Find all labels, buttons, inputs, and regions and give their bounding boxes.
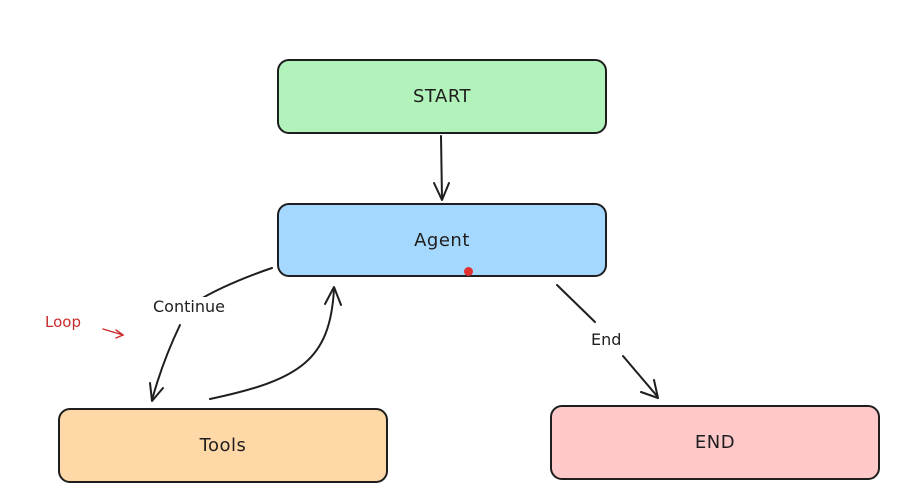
- pointer-dot: [464, 267, 473, 276]
- arrow-tools-to-agent: [209, 286, 342, 400]
- continue-edge-label: Continue: [151, 297, 227, 317]
- end-edge-label: End: [589, 330, 624, 350]
- agent-node[interactable]: Agent: [277, 203, 607, 277]
- end-node[interactable]: END: [550, 405, 880, 480]
- arrow-start-to-agent: [433, 135, 450, 201]
- loop-annotation-arrow: [102, 328, 125, 339]
- arrow-agent-to-tools: [149, 267, 273, 402]
- loop-annotation: Loop: [45, 313, 81, 331]
- tools-node[interactable]: Tools: [58, 408, 388, 483]
- arrow-agent-to-end: [556, 284, 659, 399]
- start-node[interactable]: START: [277, 59, 607, 134]
